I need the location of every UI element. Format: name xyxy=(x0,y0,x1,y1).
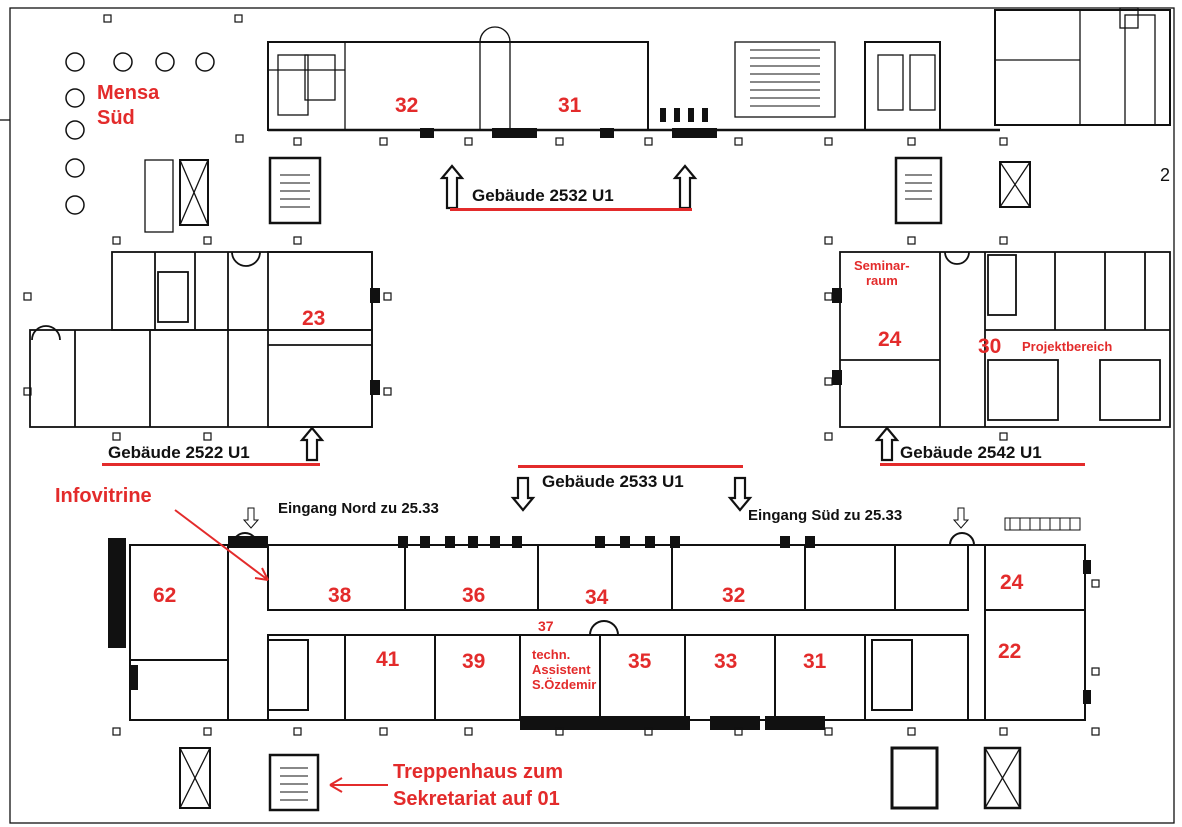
room-2542-30: 30 xyxy=(978,335,1002,358)
entrance-sued-label: Eingang Süd zu 25.33 xyxy=(748,507,903,524)
mensa-tables xyxy=(65,52,215,215)
room-37-line-4: S.Özdemir xyxy=(532,677,597,692)
room-2522-23: 23 xyxy=(302,307,326,330)
columns xyxy=(23,14,1100,736)
infovitrine-label: Infovitrine xyxy=(55,485,152,507)
annotation-arrows xyxy=(174,509,388,793)
mensa-label-2: Süd xyxy=(97,107,135,129)
room-2533-35: 35 xyxy=(628,650,652,673)
seminarraum-label-2: raum xyxy=(866,273,898,288)
building-2532-label: Gebäude 2532 U1 xyxy=(472,186,614,205)
wing-2522 xyxy=(29,251,373,428)
room-2533-38: 38 xyxy=(328,584,352,607)
room-2533-34: 34 xyxy=(585,586,609,609)
underline-2522 xyxy=(102,463,320,466)
room-2533-62: 62 xyxy=(153,584,177,607)
room-2533-39: 39 xyxy=(462,650,486,673)
wing-2533 xyxy=(129,532,1086,721)
seminarraum-label-1: Seminar- xyxy=(854,258,910,273)
underline-2533 xyxy=(518,465,743,468)
room-2533-22: 22 xyxy=(998,640,1022,663)
wing-2532 xyxy=(267,7,1171,132)
room-2533-24: 24 xyxy=(1000,571,1024,594)
building-2533-label: Gebäude 2533 U1 xyxy=(542,472,684,491)
room-2533-37: 37 xyxy=(538,618,554,634)
building-arrows xyxy=(299,164,900,512)
room-37-line-2: techn. xyxy=(532,647,571,662)
room-2533-33: 33 xyxy=(714,650,738,673)
room-2532-31: 31 xyxy=(558,94,582,117)
room-2532-32: 32 xyxy=(395,94,419,117)
building-2522-label: Gebäude 2522 U1 xyxy=(108,443,250,462)
wing-2542 xyxy=(839,251,1171,428)
building-2542-label: Gebäude 2542 U1 xyxy=(900,443,1042,462)
mensa-label-1: Mensa xyxy=(97,82,160,104)
room-2533-32: 32 xyxy=(722,584,746,607)
underline-2542 xyxy=(880,463,1085,466)
entrance-nord-label: Eingang Nord zu 25.33 xyxy=(278,500,439,517)
room-2542-24: 24 xyxy=(878,328,902,351)
treppenhaus-label-1: Treppenhaus zum xyxy=(393,761,564,783)
room-2533-36: 36 xyxy=(462,584,486,607)
edge-label: 2 xyxy=(1160,165,1171,185)
underline-2532 xyxy=(450,208,692,211)
map-frame xyxy=(9,7,1175,824)
room-2533-31: 31 xyxy=(803,650,827,673)
projektbereich-label: Projektbereich xyxy=(1022,339,1113,354)
room-2533-41: 41 xyxy=(376,648,400,671)
room-37-line-3: Assistent xyxy=(532,662,591,677)
treppenhaus-label-2: Sekretariat auf 01 xyxy=(393,788,560,810)
